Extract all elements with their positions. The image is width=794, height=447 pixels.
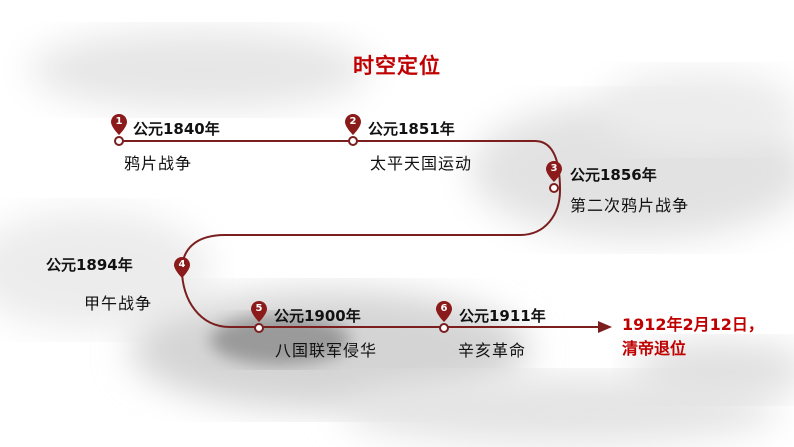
pin-number-5: 5 — [255, 303, 263, 314]
milestone-year-3: 公元1856年 — [570, 166, 657, 184]
milestone-year-5: 公元1900年 — [274, 307, 361, 325]
milestone-year-4: 公元1894年 — [46, 256, 133, 274]
pin-marker-3 — [546, 161, 562, 193]
milestone-event-5: 八国联军侵华 — [275, 341, 378, 360]
milestone-event-6: 辛亥革命 — [458, 341, 527, 360]
pin-marker-4 — [174, 257, 190, 278]
milestone-event-4: 甲午战争 — [84, 294, 153, 313]
pin-marker-5 — [251, 301, 267, 333]
pin-marker-2 — [345, 114, 361, 146]
milestone-event-1: 鸦片战争 — [124, 154, 193, 173]
pin-number-4: 4 — [178, 259, 186, 270]
slide-title: 时空定位 — [353, 54, 441, 78]
pin-marker-1 — [111, 114, 127, 146]
milestone-year-1: 公元1840年 — [133, 120, 220, 138]
pin-marker-6 — [436, 301, 452, 333]
final-event-text: 清帝退位 — [622, 339, 687, 358]
pin-number-2: 2 — [349, 116, 357, 127]
timeline-arrowhead — [598, 321, 612, 333]
pin-number-3: 3 — [550, 163, 558, 174]
pin-number-6: 6 — [440, 303, 448, 314]
final-event-date: 1912年2月12日， — [622, 315, 764, 334]
milestone-event-2: 太平天国运动 — [370, 154, 473, 173]
milestone-year-6: 公元1911年 — [459, 307, 546, 325]
pin-number-1: 1 — [115, 116, 123, 127]
milestone-event-3: 第二次鸦片战争 — [570, 196, 690, 215]
milestone-year-2: 公元1851年 — [368, 120, 455, 138]
